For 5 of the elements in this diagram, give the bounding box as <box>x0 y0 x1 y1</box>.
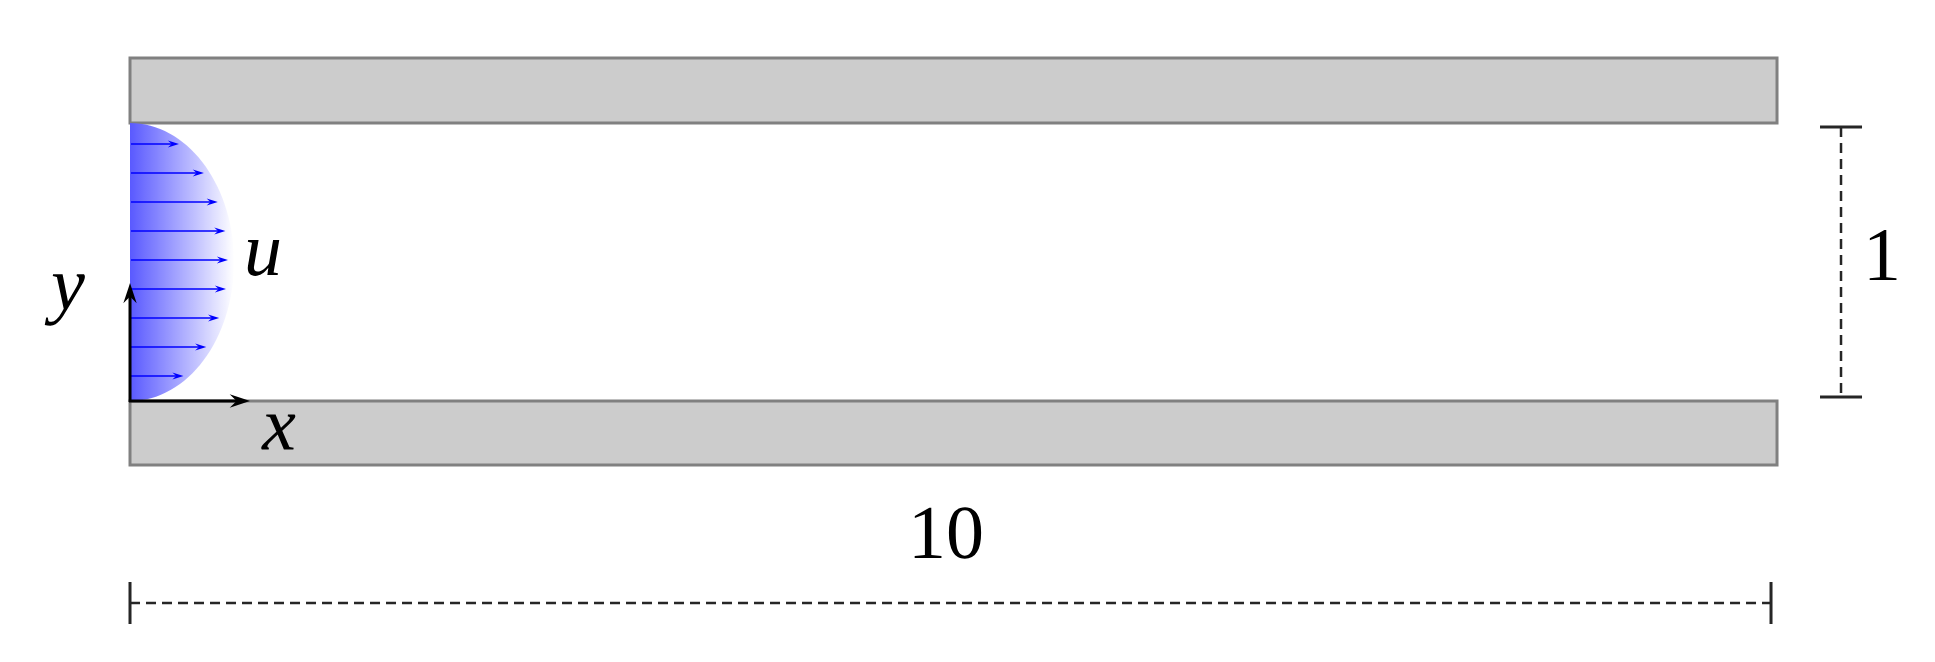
axis-label: x <box>261 414 296 450</box>
velocity-label: u <box>247 240 280 276</box>
dimension-label: 1 <box>1869 229 1897 281</box>
axis-label: y <box>44 274 85 326</box>
dimension-label: 10 <box>914 507 982 559</box>
